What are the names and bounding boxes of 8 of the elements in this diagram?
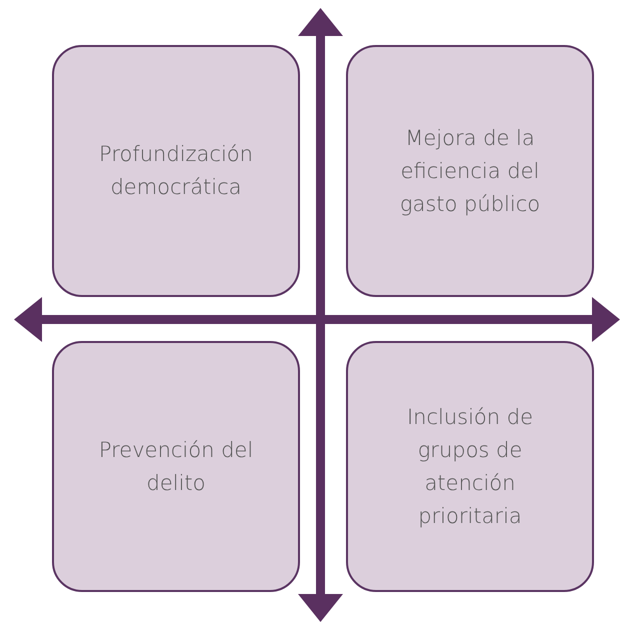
- quadrant-box: [346, 341, 594, 592]
- quadrant-box: [52, 45, 300, 297]
- quadrant-label: Inclusión de grupos de atención prioritaria: [406, 404, 534, 530]
- quadrant-box: [52, 341, 300, 592]
- quadrant-label: Profundización democrática: [98, 141, 254, 201]
- quadrant-label: Prevención del delito: [98, 436, 254, 496]
- quadrant-box: [346, 45, 594, 297]
- quadrant-label: Mejora de la eficiencia del gasto público: [398, 124, 542, 218]
